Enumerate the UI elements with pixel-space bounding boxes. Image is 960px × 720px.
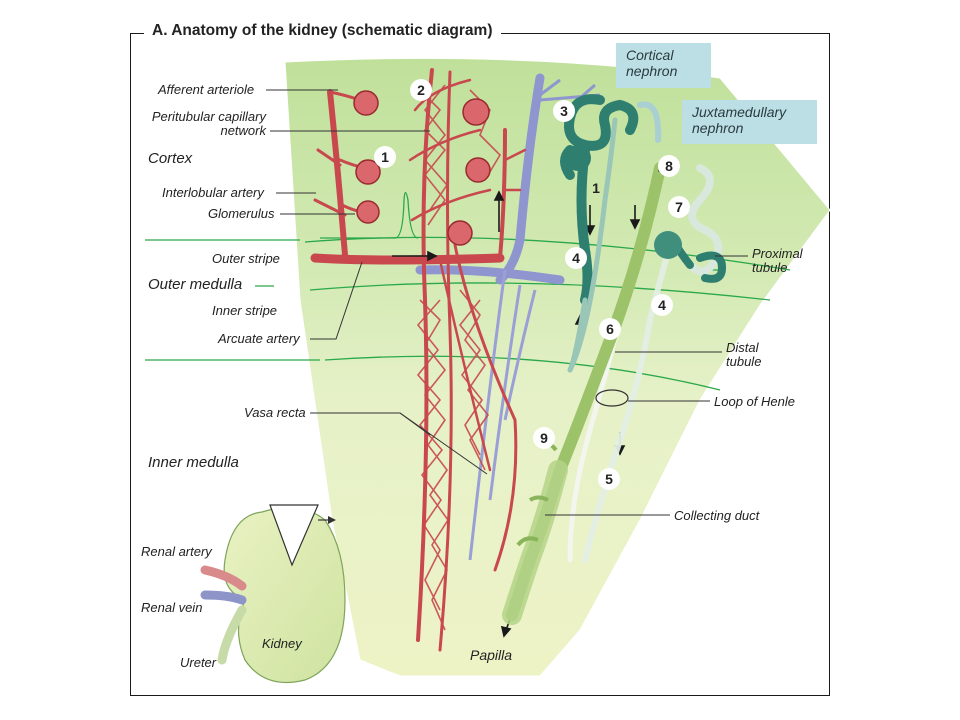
- papilla-label: Papilla: [470, 647, 513, 663]
- marker-7: 7: [668, 196, 690, 218]
- marker-1-nephron: 1: [592, 180, 600, 196]
- cortical-nephron: [560, 94, 662, 373]
- arcuate-artery-label: Arcuate artery: [218, 331, 300, 346]
- kidney-overview: [200, 504, 346, 684]
- outer-stripe-label: Outer stripe: [212, 251, 280, 266]
- marker-4-juxtamedullary: 4: [651, 294, 673, 316]
- peritubular-network-mesh: [416, 84, 502, 631]
- arcuate-vein: [415, 265, 565, 285]
- vasa-recta-label: Vasa recta: [244, 405, 306, 420]
- kidney-label: Kidney: [262, 636, 302, 651]
- loop-of-henle-label: Loop of Henle: [714, 394, 795, 409]
- glomerulus-3: [356, 200, 380, 224]
- glomerulus-label: Glomerulus: [208, 206, 275, 221]
- figure-title: A. Anatomy of the kidney (schematic diag…: [144, 22, 501, 40]
- inner-medulla-boundary-line: [324, 355, 721, 391]
- cortical-nephron-badge: Cortical nephron: [616, 43, 711, 88]
- peritubular-network-label: Peritubular capillary network: [151, 109, 266, 138]
- marker-8: 8: [658, 155, 680, 177]
- inner-medulla-label: Inner medulla: [148, 454, 239, 471]
- marker-2: 2: [410, 79, 432, 101]
- cortex-label: Cortex: [148, 150, 193, 167]
- glomeruli: [353, 90, 491, 246]
- inner-stripe-label: Inner stripe: [212, 303, 278, 318]
- marker-6: 6: [599, 318, 621, 340]
- marker-3: 3: [553, 100, 575, 122]
- glomerulus-1: [353, 90, 379, 116]
- glomerulus-6: [447, 220, 473, 246]
- collecting-duct-lower: [502, 460, 568, 625]
- proximal-tubule-label: Proximal tubule: [752, 246, 803, 275]
- renal-artery-label: Renal artery: [141, 544, 212, 559]
- marker-4-cortical: 4: [565, 247, 587, 269]
- glomerulus-4: [462, 98, 490, 126]
- marker-1-cortex: 1: [374, 146, 396, 168]
- collecting-duct-label: Collecting duct: [674, 508, 760, 523]
- interlobular-vein: [495, 73, 545, 285]
- afferent-arteriole-label: Afferent arteriole: [158, 82, 255, 97]
- outer-stripe-line: [309, 282, 771, 301]
- outer-medulla-label: Outer medulla: [148, 276, 243, 293]
- arterial-tree: [310, 68, 527, 652]
- ureter-label: Ureter: [180, 655, 217, 670]
- glomerulus-2: [355, 159, 381, 185]
- interlobular-artery-label: Interlobular artery: [162, 185, 264, 200]
- marker-5: 5: [598, 468, 620, 490]
- loop-of-henle-marker: [595, 389, 629, 407]
- glomerulus-5: [465, 157, 491, 183]
- renal-vein-label: Renal vein: [141, 600, 203, 615]
- marker-9: 9: [533, 427, 555, 449]
- zone-bump: [320, 191, 419, 239]
- leader-lines: [266, 89, 748, 516]
- distal-tubule-label: Distal tubule: [726, 340, 762, 369]
- juxtamedullary-nephron-badge: Juxtamedullary nephron: [682, 100, 817, 144]
